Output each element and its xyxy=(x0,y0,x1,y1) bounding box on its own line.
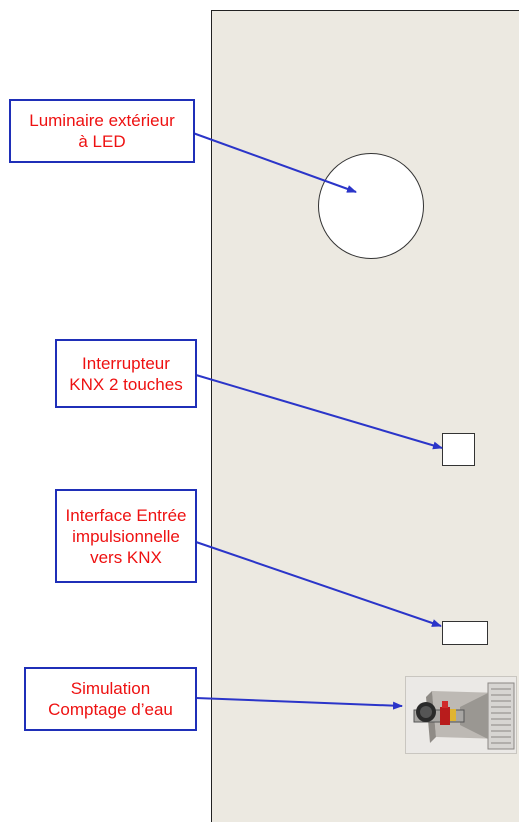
label-switch-line2: KNX 2 touches xyxy=(69,374,183,394)
label-luminaire-line2: à LED xyxy=(78,132,126,151)
label-interface-line2: impulsionnelle xyxy=(72,526,180,546)
label-simulation-line1: Simulation xyxy=(70,679,151,698)
pulse-interface-icon xyxy=(442,621,488,645)
water-meter-icon xyxy=(406,677,516,753)
water-meter-image xyxy=(405,676,517,754)
label-switch: Interrupteur KNX 2 touches xyxy=(55,339,197,408)
label-interface-line3: vers KNX xyxy=(90,547,162,567)
label-luminaire: Luminaire extérieur à LED xyxy=(9,99,195,163)
label-simulation-line2: Comptage d’eau xyxy=(48,700,173,719)
label-luminaire-line1: Luminaire extérieur xyxy=(29,111,175,130)
knx-switch-icon xyxy=(442,433,475,466)
label-interface-line1: Interface Entrée xyxy=(65,505,187,525)
label-interface: Interface Entrée impulsionnelle vers KNX xyxy=(55,489,197,583)
label-simulation: Simulation Comptage d’eau xyxy=(24,667,197,731)
led-luminaire-icon xyxy=(318,153,424,259)
label-switch-line1: Interrupteur xyxy=(82,353,170,373)
